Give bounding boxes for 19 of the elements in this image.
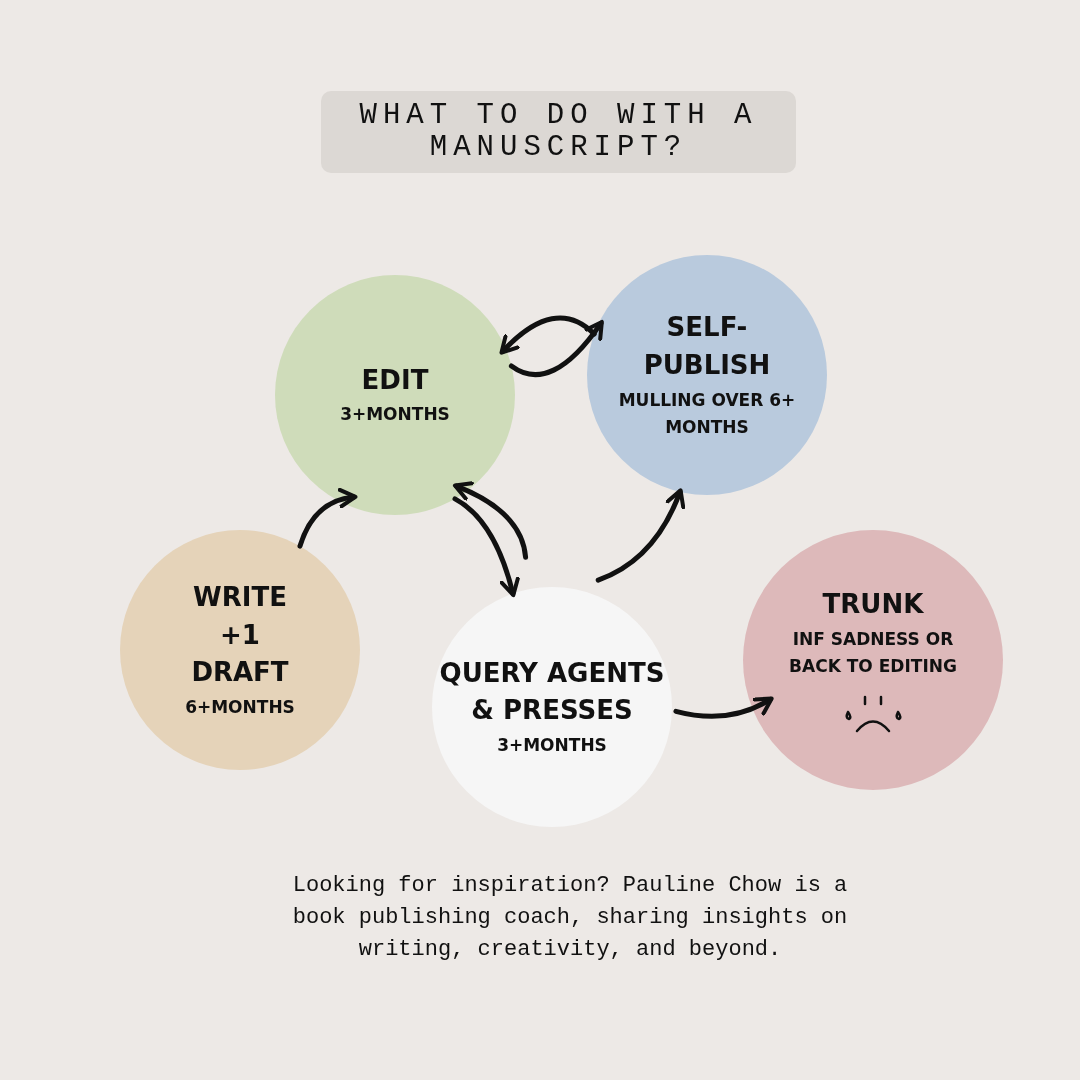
node-note: INF SADNESS OR BACK TO EDITING [788,627,958,678]
arrow [452,496,520,598]
node-title: QUERY AGENTS & PRESSES [438,656,666,728]
node-note: 3+MONTHS [340,403,450,427]
arrow [499,315,597,355]
node-title: SELF-PUBLISH [642,311,772,382]
node-title: WRITE +1 DRAFT [190,580,290,690]
arrow [673,696,774,719]
arrow [595,488,685,583]
node-note: MULLING OVER 6+ MONTHS [617,388,797,439]
node-title: EDIT [361,363,429,397]
title: WHAT TO DO WITH A MANUSCRIPT? [321,91,796,173]
node-note: 3+MONTHS [497,734,607,758]
arrow [508,319,604,377]
node-title: TRUNK [822,587,924,621]
arrow [297,488,358,549]
node-note: 6+MONTHS [185,695,295,719]
arrow [452,481,529,560]
caption: Looking for inspiration? Pauline Chow is a book publishing coach, sharing insights on writing, creativity, and beyond. [291,872,849,964]
